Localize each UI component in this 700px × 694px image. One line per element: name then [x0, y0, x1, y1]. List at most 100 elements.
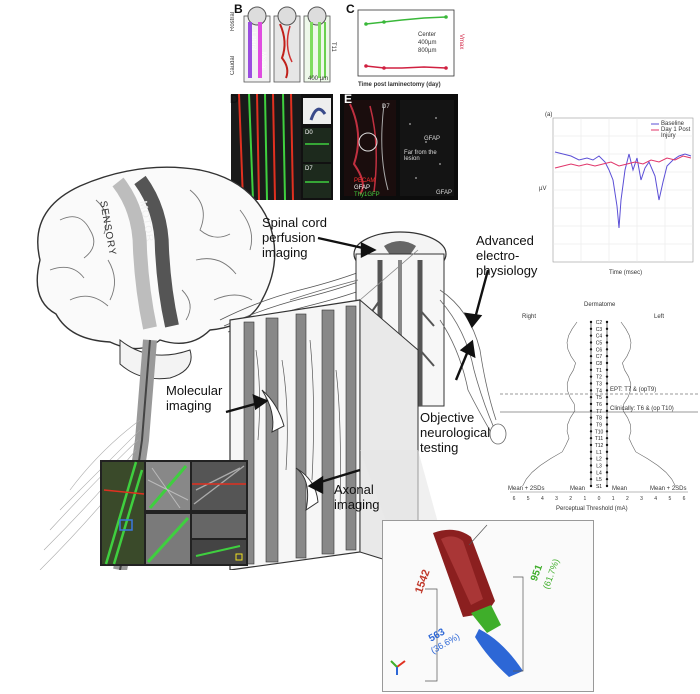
panel-b-figure — [243, 6, 331, 83]
derm-point-right — [589, 430, 593, 433]
derm-level-label: T2 — [596, 375, 602, 381]
electro-xlabel: Time (msec) — [609, 270, 643, 276]
electro-baseline-trace — [554, 151, 692, 229]
derm-point-left — [605, 430, 609, 433]
derm-point-right — [589, 436, 593, 440]
derm-level-label: L1 — [596, 450, 602, 456]
panel-d-image — [231, 94, 331, 200]
panel-e-pecam: PECAM — [354, 178, 376, 184]
derm-point-left — [605, 341, 609, 344]
derm-point-left — [605, 334, 609, 337]
derm-level-label: T12 — [595, 443, 604, 449]
electro-chart: (a) Baseline Day 1 Post Injury µV Time (… — [533, 110, 700, 280]
derm-mean-mid-left: Mean — [570, 486, 586, 492]
derm-point-left — [605, 436, 609, 440]
derm-level-label: T5 — [596, 395, 602, 401]
derm-x-tick: 5 — [527, 496, 530, 502]
derm-point-right — [589, 416, 593, 419]
panel-c-ylabel-right: Vmax — [458, 34, 464, 50]
panel-b-t11: T11 — [330, 42, 336, 52]
derm-point-right — [589, 443, 593, 447]
panel-e-d7: D7 — [382, 104, 390, 110]
derm-point-left — [605, 416, 609, 419]
panel-b-rostral: Rostral — [230, 12, 236, 32]
derm-top-label: Dermatome — [584, 302, 616, 308]
derm-right-label: Right — [522, 314, 537, 320]
micrograph-grid — [102, 461, 246, 565]
derm-level-label: T10 — [595, 429, 604, 435]
derm-level-label: C4 — [596, 334, 603, 340]
derm-x-tick: 6 — [683, 496, 686, 502]
callout-perfusion: Spinal cord perfusion imaging — [262, 215, 328, 260]
derm-point-left — [605, 375, 609, 378]
panel-e-far: Far from the lesion — [404, 150, 437, 162]
panel-d: D D0 D7 — [230, 92, 333, 200]
derm-point-right — [589, 477, 593, 481]
derm-level-label: C2 — [596, 320, 603, 326]
derm-level-label: S1 — [596, 484, 602, 490]
derm-point-left — [605, 477, 609, 481]
derm-point-right — [589, 354, 593, 358]
panel-e-gfap2: GFAP — [354, 185, 371, 191]
derm-level-label: T3 — [596, 382, 602, 388]
electro-legend-day1: Day 1 Post Injury — [661, 127, 691, 139]
derm-point-right — [589, 320, 593, 324]
panel-b-lateral: Lateral — [250, 32, 256, 51]
derm-point-right — [589, 464, 593, 467]
panel-b-letter: B — [234, 2, 243, 16]
callout-objective: Objective neurological testing — [420, 410, 491, 455]
derm-point-left — [605, 348, 609, 351]
derm-point-left — [605, 409, 609, 413]
panel-b-scale: 400 µm — [308, 76, 329, 82]
panel-c-plot — [357, 9, 455, 77]
derm-point-right — [589, 457, 593, 460]
panel-c-letter: C — [346, 2, 355, 16]
panel-e-thygfp: Thy1GFP — [354, 192, 380, 198]
derm-point-left — [605, 484, 609, 488]
derm-point-left — [605, 361, 609, 365]
derm-x-tick: 4 — [541, 496, 544, 502]
derm-point-left — [605, 450, 609, 454]
derm-point-left — [605, 471, 609, 474]
derm-point-right — [589, 327, 593, 331]
derm-level-label: T1 — [596, 368, 602, 374]
derm-point-left — [605, 402, 609, 406]
panel-e-image — [344, 100, 454, 196]
derm-point-right — [589, 471, 593, 474]
panel-d-letter: D — [230, 92, 239, 106]
derm-level-label: T11 — [595, 436, 603, 442]
derm-x-tick: 4 — [654, 496, 657, 502]
derm-point-right — [589, 341, 593, 344]
derm-point-right — [589, 484, 593, 488]
derm-point-right — [589, 409, 593, 413]
neuro-illustration — [36, 166, 507, 570]
callout-electro: Advanced electro-physiology — [476, 233, 538, 278]
derm-point-left — [605, 423, 609, 426]
derm-level-label: T4 — [596, 388, 602, 394]
derm-point-right — [589, 348, 593, 351]
derm-point-left — [605, 389, 609, 392]
derm-level-label: C6 — [596, 347, 603, 353]
derm-point-right — [589, 361, 593, 365]
derm-level-label: L2 — [596, 457, 602, 463]
derm-point-right — [589, 450, 593, 454]
callout-axonal: Axonal imaging — [334, 482, 380, 512]
derm-point-right — [589, 402, 593, 406]
derm-level-label: T6 — [596, 402, 602, 408]
electro-plot — [552, 117, 694, 263]
derm-point-right — [589, 368, 593, 372]
derm-level-label: T7 — [596, 409, 602, 415]
derm-level-label: T9 — [596, 423, 602, 429]
tract-render — [390, 524, 524, 682]
derm-ept: EPT: T7 & (opT9) — [610, 387, 657, 393]
panel-b-caudal: Caudal — [230, 56, 236, 76]
derm-point-left — [605, 457, 609, 460]
panel-c-legend-400: 400µm — [418, 40, 437, 46]
dermatome-plot: C2C3C4C5C6C7C8T1T2T3T4T5T6T7T8T9T10T11T1… — [500, 320, 698, 502]
derm-clinically: Clinically: T6 & (op T10) — [610, 406, 674, 412]
derm-point-right — [589, 423, 593, 426]
derm-x-tick: 2 — [569, 496, 572, 502]
derm-envelope-right — [522, 321, 578, 487]
derm-point-left — [605, 327, 609, 331]
